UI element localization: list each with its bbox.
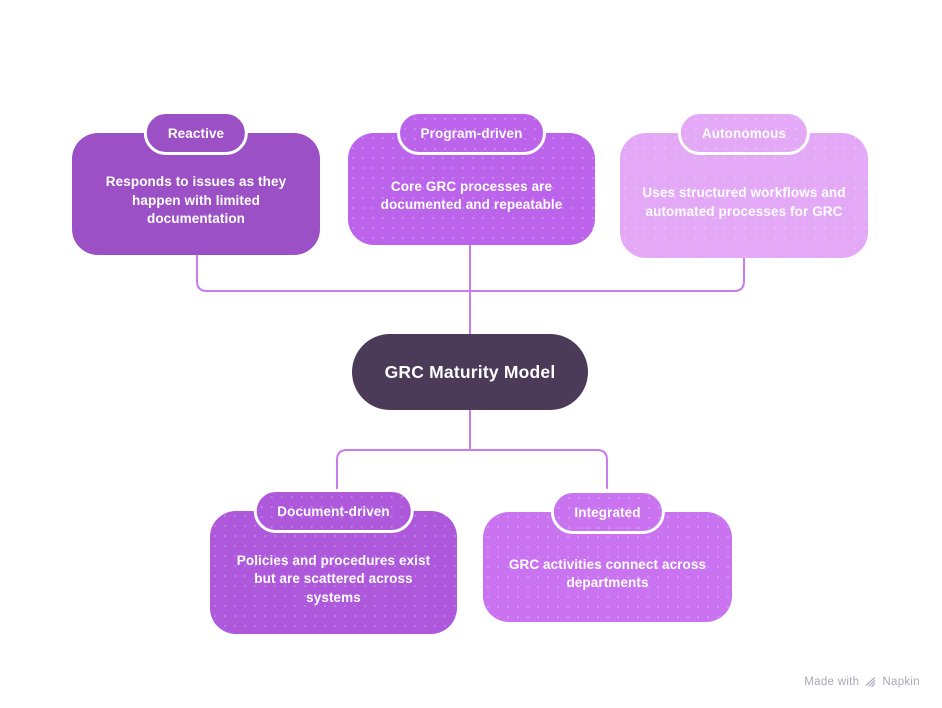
node-autonomous-label-pill: Autonomous xyxy=(677,111,811,155)
watermark-brand: Napkin xyxy=(882,675,920,688)
center-node-label: GRC Maturity Model xyxy=(384,361,556,382)
node-reactive-label-pill: Reactive xyxy=(143,111,249,155)
node-document-driven: Document-driven Policies and procedures … xyxy=(210,489,457,634)
node-autonomous-description: Uses structured workflows and automated … xyxy=(642,185,846,219)
watermark: Made with Napkin xyxy=(804,675,920,688)
node-program-driven-description: Core GRC processes are documented and re… xyxy=(380,178,563,212)
node-document-driven-label: Document-driven xyxy=(277,503,390,519)
node-program-driven-label: Program-driven xyxy=(420,125,523,141)
node-reactive: Reactive Responds to issues as they happ… xyxy=(72,111,320,255)
node-reactive-label: Reactive xyxy=(167,125,225,141)
node-integrated: Integrated GRC activities connect across… xyxy=(483,490,732,622)
watermark-text: Made with xyxy=(804,675,860,688)
napkin-logo-icon xyxy=(865,677,876,688)
node-reactive-description: Responds to issues as they happen with l… xyxy=(105,174,287,227)
center-node-grc-maturity-model: GRC Maturity Model xyxy=(352,334,588,410)
node-document-driven-description: Policies and procedures exist but are sc… xyxy=(236,552,431,605)
node-integrated-description: GRC activities connect across department… xyxy=(508,556,707,590)
node-integrated-label: Integrated xyxy=(574,504,641,520)
node-program-driven: Program-driven Core GRC processes are do… xyxy=(348,111,595,245)
node-program-driven-label-pill: Program-driven xyxy=(396,111,547,155)
node-autonomous-label: Autonomous xyxy=(701,125,787,141)
node-document-driven-label-pill: Document-driven xyxy=(253,489,414,533)
node-integrated-label-pill: Integrated xyxy=(550,490,665,534)
node-autonomous: Autonomous Uses structured workflows and… xyxy=(620,111,868,258)
